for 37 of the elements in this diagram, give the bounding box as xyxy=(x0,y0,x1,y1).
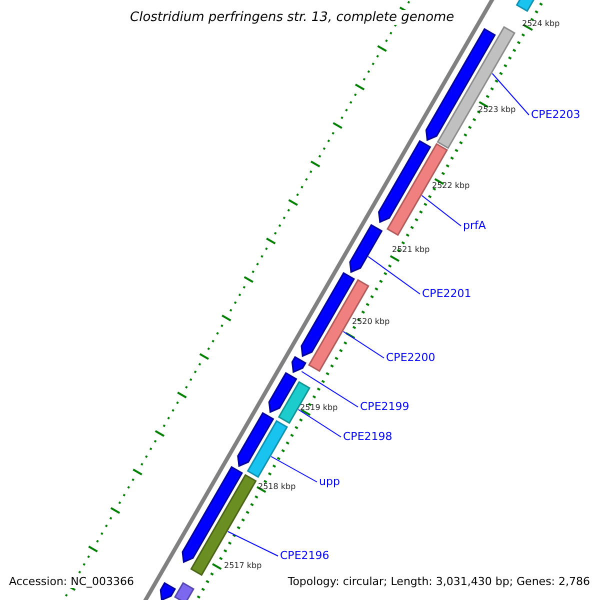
scale-label: 2520 kbp xyxy=(352,318,390,326)
gene-label: CPE2203 xyxy=(531,109,580,120)
gene-bar xyxy=(246,420,288,478)
gene-bar xyxy=(436,26,516,150)
scale-label: 2519 kbp xyxy=(300,404,338,412)
scale-label: 2524 kbp xyxy=(522,20,560,28)
leader-line xyxy=(368,256,420,294)
gene-feature xyxy=(182,466,244,564)
leader-line xyxy=(270,456,318,482)
leader-line xyxy=(298,409,342,438)
accession-text: Accession: NC_003366 xyxy=(7,575,136,588)
leader-line xyxy=(421,195,462,226)
gene-feature xyxy=(160,582,176,600)
title: Clostridium perfringens str. 13, complete genome xyxy=(128,10,456,25)
genome-info-text: Topology: circular; Length: 3,031,430 bp; Genes: 2,786 xyxy=(286,575,592,588)
gene-feature xyxy=(378,140,432,224)
gene-bar xyxy=(174,582,195,600)
gene-label: CPE2200 xyxy=(386,352,436,363)
gene-feature xyxy=(268,372,298,414)
gene-label: CPE2199 xyxy=(360,401,410,412)
leader-line xyxy=(342,331,384,358)
scale-label: 2518 kbp xyxy=(258,483,296,491)
gene-feature xyxy=(237,412,274,468)
gene-label: CPE2196 xyxy=(280,550,330,561)
gene-label: CPE2198 xyxy=(343,431,392,442)
scale-label: 2521 kbp xyxy=(392,246,430,254)
gene-label: CPE2201 xyxy=(422,288,472,299)
scale-label: 2522 kbp xyxy=(432,182,470,190)
gene-feature xyxy=(425,28,496,142)
gene-label: prfA xyxy=(463,220,486,231)
scale-label: 2523 kbp xyxy=(478,106,516,114)
gene-label: upp xyxy=(319,476,340,487)
leader-line xyxy=(492,73,530,116)
leader-line xyxy=(227,531,278,556)
leader-line xyxy=(301,371,358,408)
gene-feature xyxy=(349,224,383,274)
scale-label: 2517 kbp xyxy=(224,562,262,570)
